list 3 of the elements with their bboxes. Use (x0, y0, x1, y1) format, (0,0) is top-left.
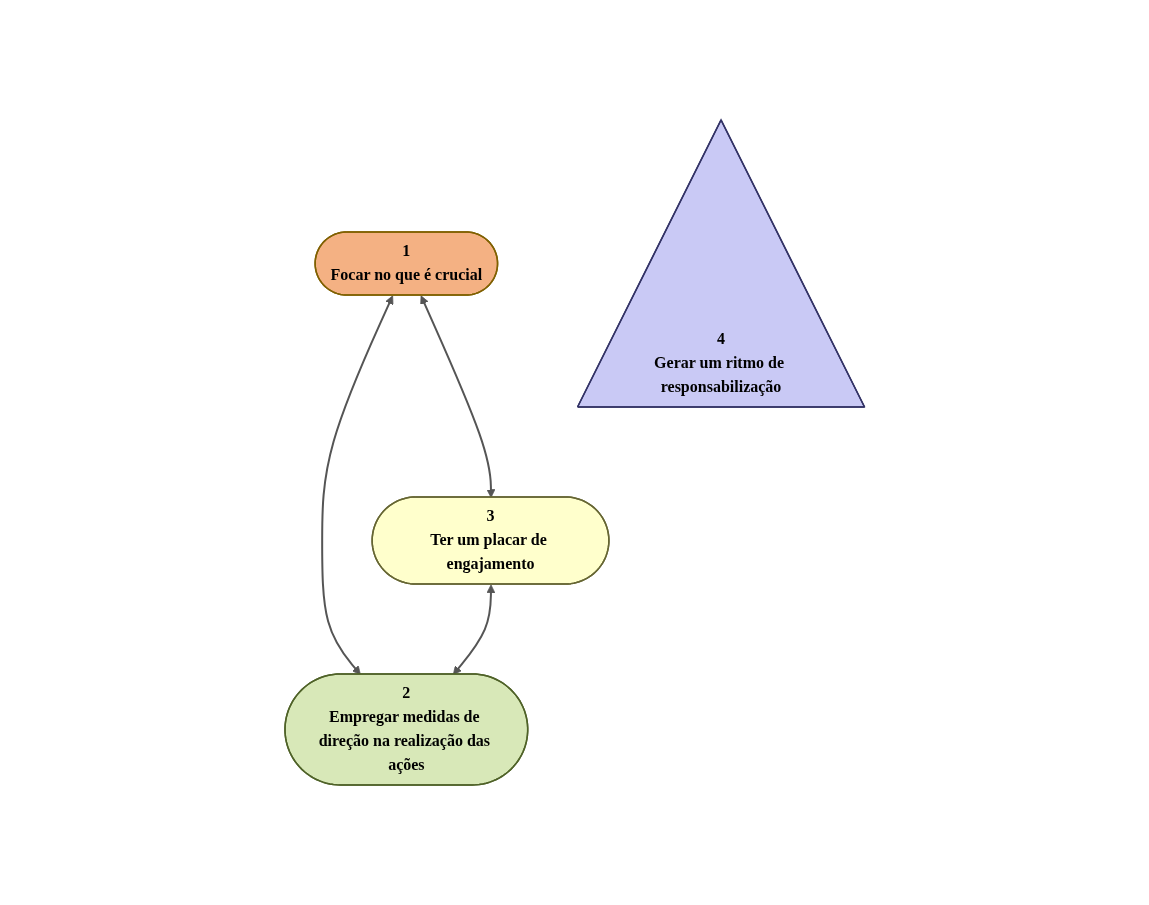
arrow (320, 295, 394, 675)
arrow (452, 584, 496, 675)
arrow (420, 295, 496, 498)
